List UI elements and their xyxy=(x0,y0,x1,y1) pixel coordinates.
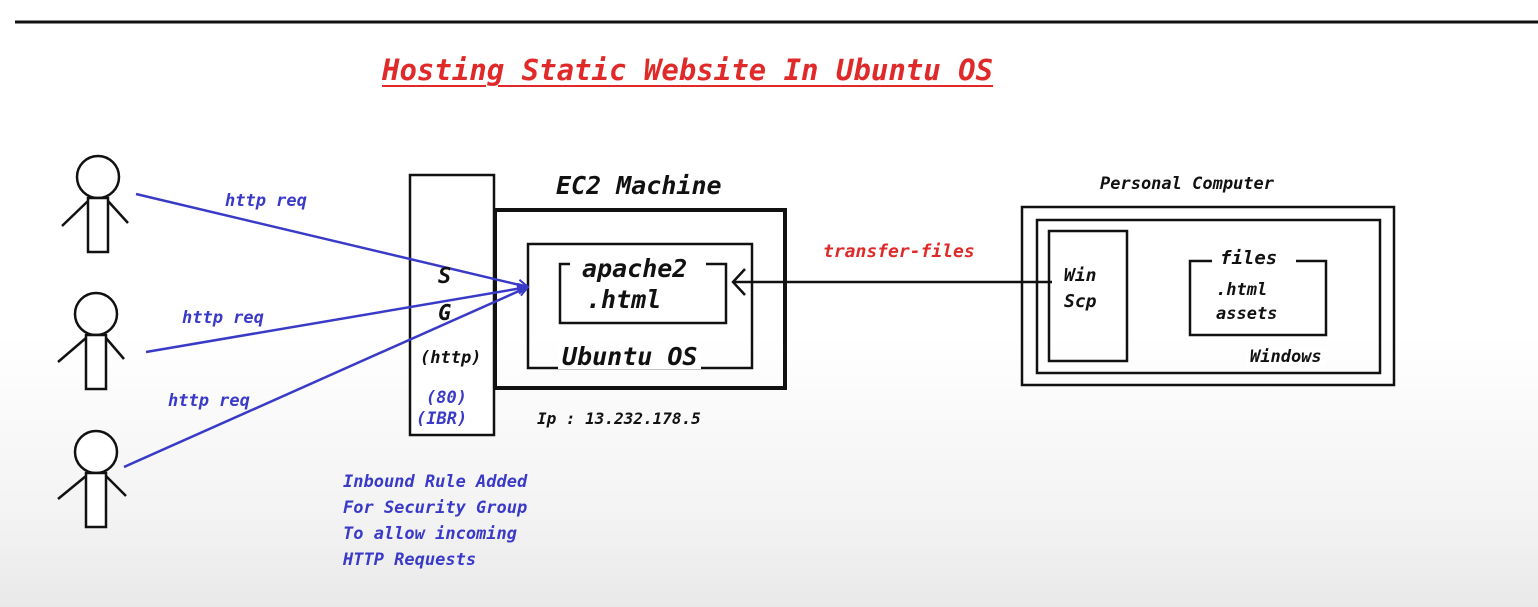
note-line: HTTP Requests xyxy=(343,550,477,570)
ip-address-label: Ip : 13.232.178.5 xyxy=(537,409,701,428)
user-figure-1 xyxy=(61,154,129,254)
ubuntu-os-label: Ubuntu OS xyxy=(558,344,702,369)
transfer-files-label: transfer-files xyxy=(823,241,975,262)
security-group-letter-g: G xyxy=(438,301,452,326)
http-request-label-1: http req xyxy=(225,191,307,211)
transfer-arrowhead xyxy=(731,268,746,296)
user-figure-2 xyxy=(57,291,125,391)
http-request-arrow-1 xyxy=(135,192,528,287)
http-request-arrow-3 xyxy=(123,287,528,469)
files-item-html: .html xyxy=(1216,280,1268,300)
personal-computer-outer-box xyxy=(1020,205,1396,387)
winscp-label-line1: Win xyxy=(1064,265,1097,286)
http-request-arrow-2 xyxy=(145,287,528,354)
page-title: Hosting Static Website In Ubuntu OS xyxy=(382,53,994,87)
note-line: For Security Group xyxy=(343,498,528,518)
personal-computer-title: Personal Computer xyxy=(1100,174,1274,194)
http-request-label-2: http req xyxy=(182,308,264,328)
files-folder-title: files xyxy=(1220,247,1278,269)
security-group-protocol: (http) xyxy=(420,348,482,368)
ec2-machine-title: EC2 Machine xyxy=(556,171,722,200)
files-folder-box xyxy=(1188,259,1328,337)
http-request-label-3: http req xyxy=(168,391,250,411)
html-file-label: .html xyxy=(586,285,662,314)
user-figure-3 xyxy=(57,429,127,529)
winscp-label-line2: Scp xyxy=(1064,291,1097,312)
ec2-machine-box xyxy=(493,208,787,390)
note-line: To allow incoming xyxy=(343,524,517,544)
note-line: Inbound Rule Added xyxy=(343,472,528,492)
inbound-rule-note: Inbound Rule Added For Security Group To… xyxy=(343,469,527,573)
winscp-box xyxy=(1047,229,1129,363)
windows-os-label: Windows xyxy=(1246,349,1326,366)
apache2-box xyxy=(558,262,728,325)
security-group-port: (80) xyxy=(426,388,467,408)
security-group-letter-s: S xyxy=(438,264,452,289)
windows-box xyxy=(1035,218,1382,375)
files-item-assets: assets xyxy=(1216,304,1278,324)
apache2-label: apache2 xyxy=(578,256,692,281)
security-group-rule: (IBR) xyxy=(416,409,468,429)
